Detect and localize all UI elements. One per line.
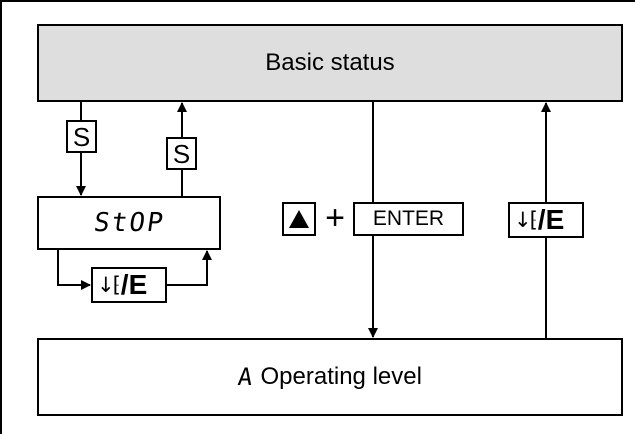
operating-level-label: Operating level [260, 363, 422, 390]
s-key-label: S [172, 138, 191, 169]
s-key-to-basic: S [166, 137, 197, 170]
key-label: /E [537, 204, 565, 235]
s-key-to-stop: S [66, 120, 97, 153]
stop-display-text: StOP [91, 208, 167, 238]
up-triangle-key [282, 202, 316, 236]
plus-sign: + [325, 198, 345, 237]
return-to-basic-key: ↓⁅ /E [508, 202, 584, 238]
operating-level-lcd-glyph: A [236, 363, 254, 391]
s-key-label: S [72, 121, 91, 152]
basic-status-box: Basic status [37, 24, 623, 102]
frame-left-edge [0, 0, 2, 434]
arrow-stop-to-key-loop [57, 250, 91, 290]
stop-loop-key: ↓⁅ /E [91, 267, 167, 303]
operating-level-box: A Operating level [37, 338, 623, 416]
down-arrow-glyph-icon: ↓⁅ [97, 273, 121, 297]
up-triangle-icon [289, 210, 309, 228]
basic-status-label: Basic status [265, 49, 395, 76]
key-label: /E [120, 269, 148, 300]
down-arrow-glyph-icon: ↓⁅ [514, 208, 538, 232]
frame-top-edge [0, 0, 635, 2]
enter-key-label: ENTER [372, 207, 445, 230]
stop-display-box: StOP [37, 196, 221, 250]
arrow-key-to-stop-loop [167, 250, 212, 286]
enter-key: ENTER [353, 202, 464, 236]
